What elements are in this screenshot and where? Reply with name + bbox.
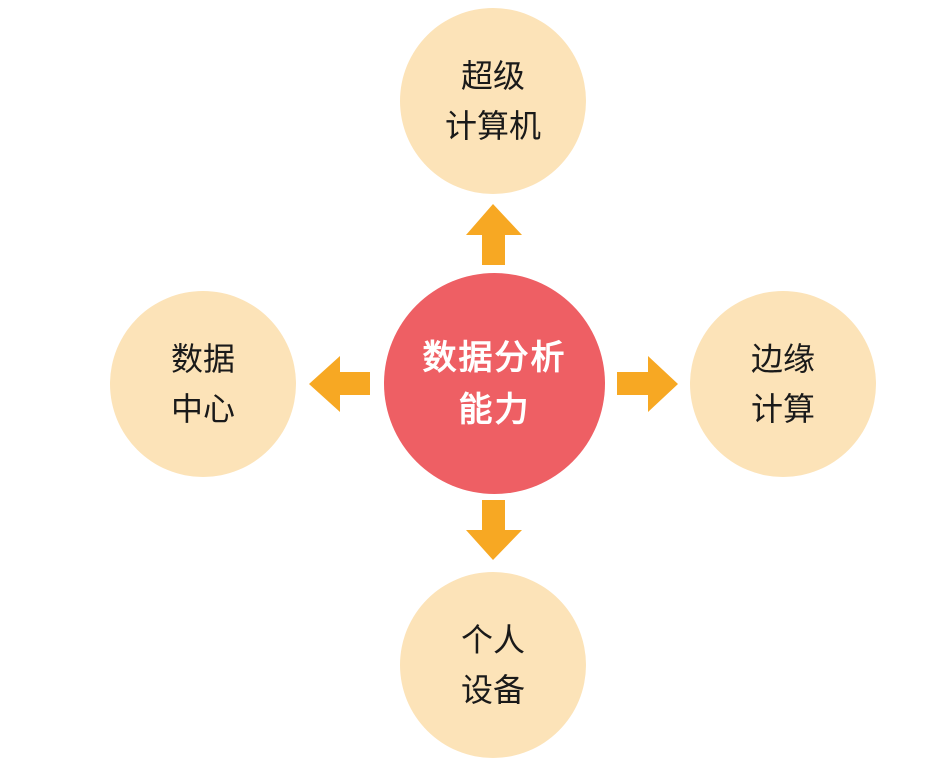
arrow-right — [617, 356, 678, 412]
node-edge-computing: 边缘 计算 — [690, 291, 876, 477]
center-label-line1: 数据分析 — [422, 337, 567, 378]
node-label-line1: 数据 — [170, 340, 235, 378]
center-node-data-analysis: 数据分析 能力 — [384, 273, 605, 494]
arrow-left — [309, 356, 370, 412]
node-label-line2: 设备 — [460, 671, 525, 709]
arrow-up — [466, 204, 522, 265]
node-label-line1: 个人 — [460, 621, 525, 659]
node-personal-device: 个人 设备 — [400, 572, 586, 758]
node-label-line2: 计算机 — [444, 107, 541, 145]
node-supercomputer: 超级 计算机 — [400, 8, 586, 194]
node-label-line1: 超级 — [460, 57, 525, 95]
node-label-line2: 计算 — [750, 390, 815, 428]
node-label-line2: 中心 — [170, 390, 235, 428]
arrow-down — [466, 500, 522, 560]
center-label-line2: 能力 — [458, 389, 531, 430]
node-label-line1: 边缘 — [750, 340, 815, 378]
node-data-center: 数据 中心 — [110, 291, 296, 477]
